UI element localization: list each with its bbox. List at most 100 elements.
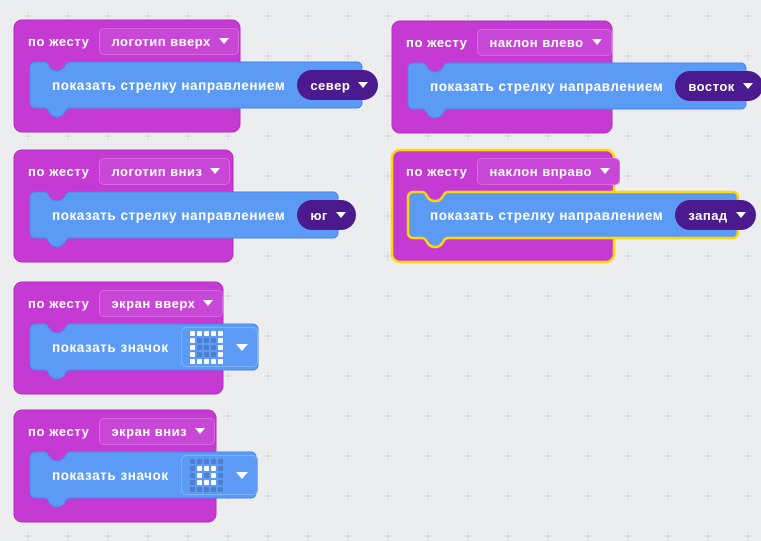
gesture-dropdown-value: наклон влево bbox=[489, 34, 584, 50]
led-cell-on bbox=[210, 465, 216, 471]
led-cell-off bbox=[203, 337, 209, 343]
led-cell-on bbox=[210, 330, 216, 336]
led-cell-on bbox=[196, 358, 202, 364]
event-block-label: по жесту bbox=[406, 163, 468, 179]
gesture-dropdown[interactable]: экран вниз bbox=[99, 417, 216, 445]
gesture-dropdown[interactable]: наклон влево bbox=[477, 28, 612, 56]
event-block-row: по жесту логотип вниз bbox=[14, 150, 231, 192]
led-cell-off bbox=[217, 458, 223, 464]
block-script[interactable]: по жесту логотип вниз показать стрелку нап… bbox=[13, 149, 356, 263]
direction-dropdown-value: юг bbox=[310, 207, 328, 223]
led-cell-on bbox=[196, 330, 202, 336]
event-block-on-gesture[interactable]: по жесту наклон вправо показать стрелку на… bbox=[390, 148, 756, 264]
led-cell-on bbox=[203, 358, 209, 364]
gesture-dropdown[interactable]: логотип вниз bbox=[99, 157, 231, 185]
led-cell-off bbox=[189, 472, 195, 478]
led-cell-off bbox=[210, 458, 216, 464]
led-cell-on bbox=[203, 330, 209, 336]
led-cell-on bbox=[189, 344, 195, 350]
event-block-label: по жесту bbox=[28, 163, 90, 179]
direction-dropdown-value: север bbox=[310, 77, 351, 93]
show-arrow-block[interactable]: показать стрелку направлением запад bbox=[408, 192, 756, 238]
direction-dropdown[interactable]: запад bbox=[675, 200, 756, 230]
led-icon-dropdown[interactable] bbox=[180, 327, 258, 367]
led-cell-off bbox=[189, 486, 195, 492]
led-cell-on bbox=[203, 479, 209, 485]
chevron-down-icon bbox=[203, 300, 214, 306]
gesture-dropdown[interactable]: экран вверх bbox=[99, 289, 224, 317]
led-cell-on bbox=[196, 479, 202, 485]
chevron-down-icon bbox=[591, 39, 602, 45]
led-cell-off bbox=[203, 344, 209, 350]
led-cell-on bbox=[217, 330, 223, 336]
led-cell-on bbox=[210, 472, 216, 478]
statement-block-shape bbox=[406, 190, 740, 249]
show-arrow-block[interactable]: показать стрелку направлением север bbox=[30, 62, 379, 108]
led-cell-on bbox=[217, 351, 223, 357]
led-cell-off bbox=[203, 458, 209, 464]
led-cell-on bbox=[196, 465, 202, 471]
led-cell-on bbox=[217, 358, 223, 364]
statement-block-shape bbox=[29, 191, 339, 248]
chevron-down-icon bbox=[210, 168, 221, 174]
led-cell-off bbox=[210, 344, 216, 350]
direction-dropdown[interactable]: восток bbox=[675, 71, 761, 101]
led-icon-dropdown[interactable] bbox=[180, 455, 258, 495]
led-small-square-icon bbox=[189, 458, 223, 492]
gesture-dropdown[interactable]: логотип вверх bbox=[99, 27, 239, 55]
led-cell-off bbox=[210, 337, 216, 343]
direction-dropdown-value: восток bbox=[688, 78, 735, 94]
led-cell-on bbox=[203, 465, 209, 471]
led-cell-on bbox=[189, 358, 195, 364]
gesture-dropdown[interactable]: наклон вправо bbox=[477, 157, 620, 185]
led-cell-off bbox=[196, 486, 202, 492]
chevron-down-icon bbox=[735, 212, 746, 218]
led-cell-off bbox=[217, 472, 223, 478]
led-cell-off bbox=[203, 486, 209, 492]
gesture-dropdown-value: логотип вверх bbox=[111, 33, 211, 49]
event-block-row: по жесту наклон вправо bbox=[392, 150, 620, 192]
led-cell-off bbox=[210, 351, 216, 357]
led-cell-off bbox=[210, 486, 216, 492]
statement-block-label: показать стрелку направлением bbox=[430, 207, 664, 223]
chevron-down-icon bbox=[335, 212, 346, 218]
gesture-dropdown-value: экран вниз bbox=[111, 423, 188, 439]
statement-block-label: показать стрелку направлением bbox=[52, 77, 286, 93]
chevron-down-icon bbox=[235, 343, 248, 351]
chevron-down-icon bbox=[742, 83, 753, 89]
block-script[interactable]: по жесту наклон вправо показать стрелку на… bbox=[390, 148, 756, 264]
statement-block-shape bbox=[29, 61, 363, 118]
show-icon-block[interactable]: показать значок bbox=[30, 324, 258, 370]
led-cell-on bbox=[189, 351, 195, 357]
direction-dropdown[interactable]: север bbox=[297, 70, 379, 100]
direction-dropdown-value: запад bbox=[688, 207, 728, 223]
direction-dropdown[interactable]: юг bbox=[297, 200, 356, 230]
led-cell-off bbox=[196, 344, 202, 350]
show-icon-block[interactable]: показать значок bbox=[30, 452, 258, 498]
led-cell-on bbox=[217, 344, 223, 350]
led-cell-on bbox=[217, 337, 223, 343]
led-cell-off bbox=[217, 486, 223, 492]
event-block-on-gesture[interactable]: по жесту логотип вниз показать стрелку нап… bbox=[13, 149, 356, 263]
led-cell-off bbox=[217, 465, 223, 471]
chevron-down-icon bbox=[195, 428, 206, 434]
led-cell-off bbox=[189, 458, 195, 464]
led-cell-off bbox=[203, 351, 209, 357]
statement-block-shape bbox=[407, 62, 747, 119]
chevron-down-icon bbox=[235, 471, 248, 479]
chevron-down-icon bbox=[218, 38, 229, 44]
